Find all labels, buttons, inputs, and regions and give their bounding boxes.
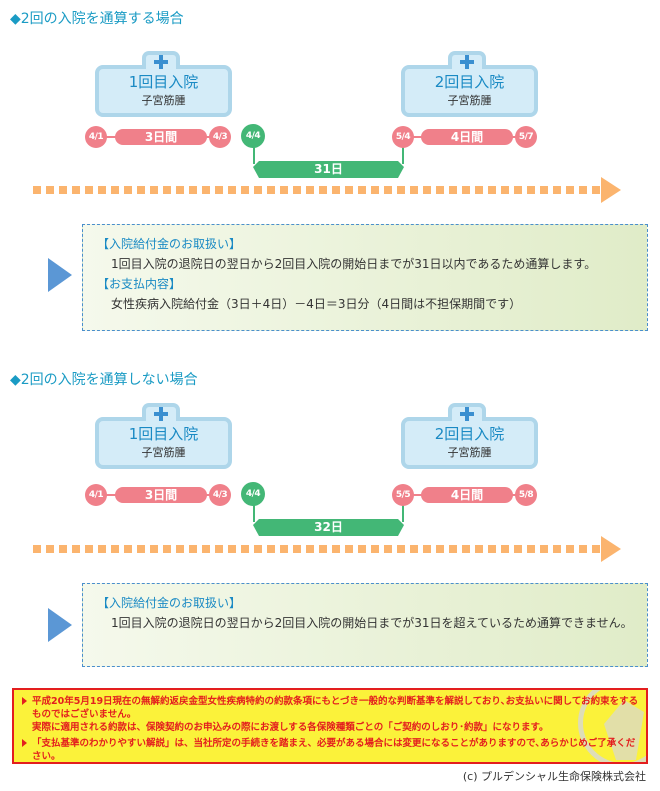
bullet-icon xyxy=(22,739,27,747)
medical-cross-icon xyxy=(460,407,474,421)
section-title: ◆2回の入院を通算しない場合 xyxy=(10,372,198,388)
stay-diagnosis: 子宮筋腫 xyxy=(447,446,492,459)
stay-duration: 4日間 xyxy=(421,487,513,503)
gap-length: 32日 xyxy=(253,519,404,536)
copyright: (c) プルデンシャル生命保険株式会社 xyxy=(462,770,646,783)
stay-duration: 3日間 xyxy=(115,129,207,145)
medical-cross-icon xyxy=(460,55,474,69)
first-stay-box: 1回目入院 子宮筋腫 xyxy=(95,51,232,117)
timeline-arrow xyxy=(33,186,601,194)
stay-end-date: 4/3 xyxy=(209,484,231,506)
stay-diagnosis: 子宮筋腫 xyxy=(447,94,492,107)
stay-label: 1回目入院 xyxy=(128,425,199,443)
gap-start-date: 4/4 xyxy=(241,124,265,148)
arrow-head-icon xyxy=(601,177,621,203)
gap-start-date: 4/4 xyxy=(241,482,265,506)
stay-end-date: 5/8 xyxy=(515,484,537,506)
arrow-head-icon xyxy=(601,536,621,562)
play-triangle-icon xyxy=(48,258,72,292)
timeline-arrow xyxy=(33,545,601,553)
watermark-logo xyxy=(578,690,646,762)
bullet-icon xyxy=(22,697,27,705)
stay-label: 1回目入院 xyxy=(128,73,199,91)
gap-length: 31日 xyxy=(253,161,404,178)
notice-text: 平成20年5月19日現在の無解約返戻金型女性疾病特約の約款条項にもとづき一般的な… xyxy=(32,696,639,720)
stay-duration: 3日間 xyxy=(115,487,207,503)
first-stay-box: 1回目入院 子宮筋腫 xyxy=(95,403,232,469)
notice-text: 「支払基準のわかりやすい解説」は、当社所定の手続きを踏まえ、必要がある場合には変… xyxy=(32,738,636,762)
info-body: 女性疾病入院給付金（3日＋4日）－4日＝3日分（4日間は不担保期間です） xyxy=(111,297,522,311)
disclaimer-notice: 平成20年5月19日現在の無解約返戻金型女性疾病特約の約款条項にもとづき一般的な… xyxy=(12,688,648,764)
info-body: 1回目入院の退院日の翌日から2回目入院の開始日までが31日以内であるため通算しま… xyxy=(111,257,597,271)
stay-duration: 4日間 xyxy=(421,129,513,145)
medical-cross-icon xyxy=(154,407,168,421)
notice-text: 実際に適用される約款は、保険契約のお申込みの際にお渡しする各保険種類ごとの「ご契… xyxy=(32,722,549,733)
medical-cross-icon xyxy=(154,55,168,69)
info-heading: 【入院給付金のお取扱い】 xyxy=(97,596,242,610)
info-heading: 【入院給付金のお取扱い】 xyxy=(97,237,242,251)
info-box: 【入院給付金のお取扱い】 1回目入院の退院日の翌日から2回目入院の開始日までが3… xyxy=(82,583,648,667)
stay-diagnosis: 子宮筋腫 xyxy=(141,94,186,107)
stay-end-date: 5/7 xyxy=(515,126,537,148)
stay-start-date: 5/4 xyxy=(392,126,414,148)
info-box: 【入院給付金のお取扱い】 1回目入院の退院日の翌日から2回目入院の開始日までが3… xyxy=(82,224,648,331)
info-heading: 【お支払内容】 xyxy=(97,277,182,291)
second-stay-box: 2回目入院 子宮筋腫 xyxy=(401,51,538,117)
stay-label: 2回目入院 xyxy=(434,425,505,443)
stay-start-date: 4/1 xyxy=(85,126,107,148)
section-title: ◆2回の入院を通算する場合 xyxy=(10,11,184,27)
stay-label: 2回目入院 xyxy=(434,73,505,91)
stay-start-date: 5/5 xyxy=(392,484,414,506)
stay-end-date: 4/3 xyxy=(209,126,231,148)
info-body: 1回目入院の退院日の翌日から2回目入院の開始日までが31日を超えているため通算で… xyxy=(111,616,633,630)
stay-start-date: 4/1 xyxy=(85,484,107,506)
play-triangle-icon xyxy=(48,608,72,642)
second-stay-box: 2回目入院 子宮筋腫 xyxy=(401,403,538,469)
stay-diagnosis: 子宮筋腫 xyxy=(141,446,186,459)
